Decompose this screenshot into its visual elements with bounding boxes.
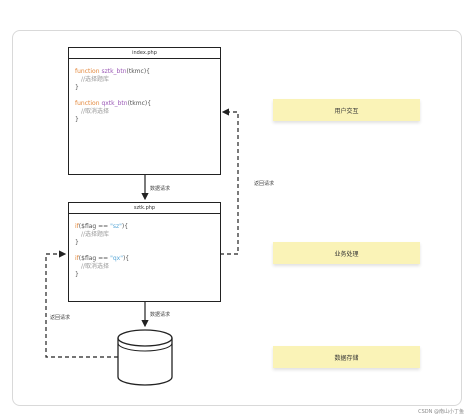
index-php-title: index.php: [69, 48, 220, 59]
sztk-code-line-2: //选择题库: [81, 231, 110, 238]
layer-business-note: 业务处理: [273, 242, 420, 264]
layer-storage-note: 数据存储: [273, 346, 420, 368]
sztk-code-line-1: if($flag == "sz"){: [75, 223, 129, 230]
index-code-line-3: }: [75, 84, 79, 91]
index-code-line-6: }: [75, 116, 79, 123]
index-code-line-1: function sztk_btn(tkmc){: [75, 68, 150, 75]
sztk-php-box: sztk.php if($flag == "sz"){ //选择题库 } if(…: [68, 202, 221, 302]
sztk-php-title: sztk.php: [69, 203, 220, 214]
sztk-code-line-4: if($flag == "qx"){: [75, 255, 130, 262]
return-request-label-2: 返回请求: [50, 315, 71, 321]
index-code-line-4: function qxtk_btn(tkmc){: [75, 100, 152, 107]
index-code-line-5: //取消选择: [81, 108, 110, 115]
data-request-label-2: 数据请求: [150, 312, 171, 318]
return-request-label-1: 返回请求: [254, 181, 275, 187]
index-php-box: index.php function sztk_btn(tkmc){ //选择题…: [68, 47, 221, 175]
layer-user-note: 用户交互: [273, 99, 420, 121]
index-code-line-2: //选择题库: [81, 76, 110, 83]
footer-watermark: CSDN @南山小丁鱼: [418, 409, 464, 415]
sztk-code-line-5: //取消选择: [81, 263, 110, 270]
data-request-label-1: 数据请求: [150, 186, 171, 192]
sztk-code-line-6: }: [75, 271, 79, 278]
sztk-code-line-3: }: [75, 239, 79, 246]
